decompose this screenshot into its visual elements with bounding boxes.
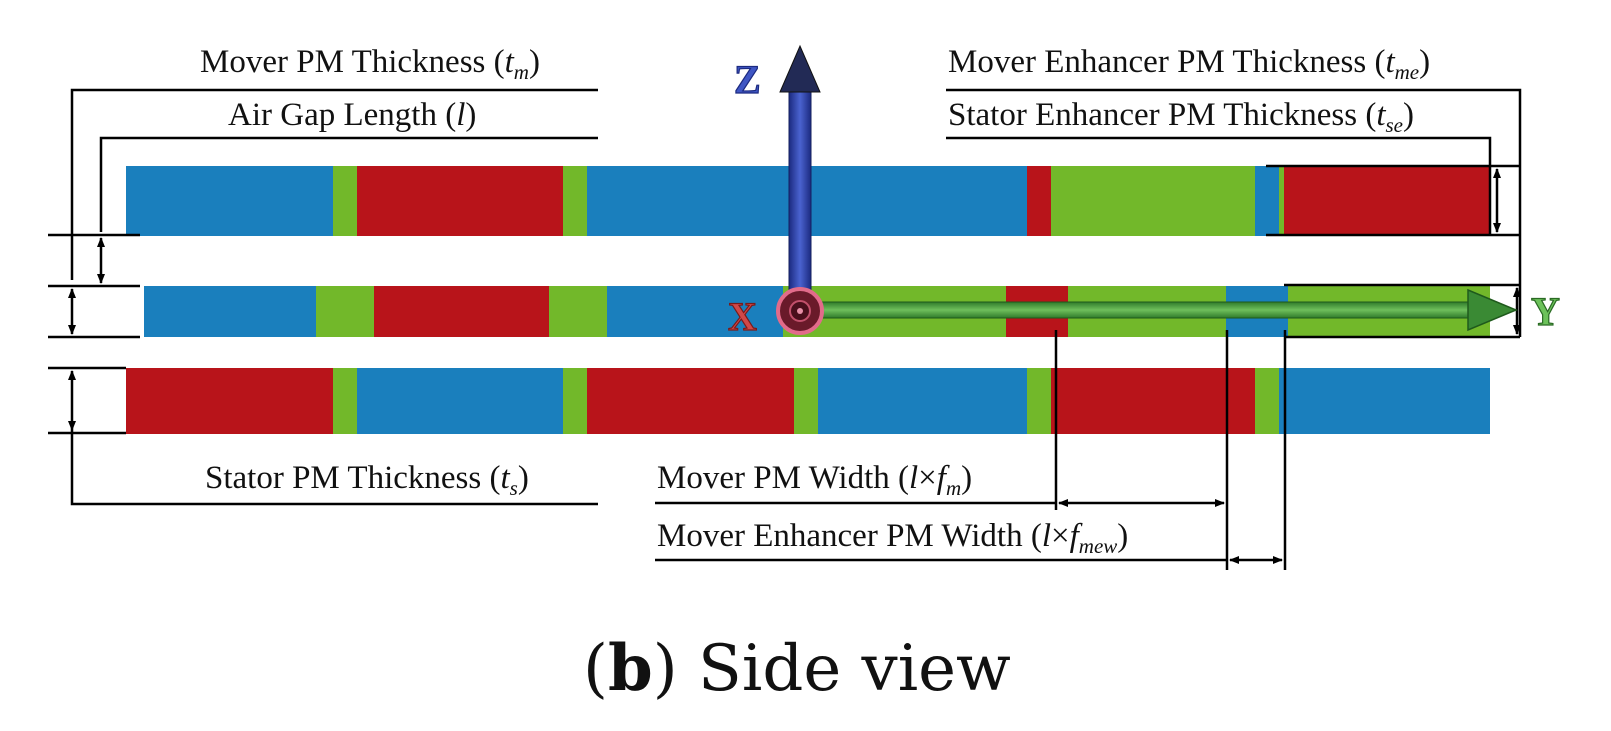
z-axis-arrow xyxy=(779,44,821,303)
pm-segment-blue xyxy=(607,286,783,337)
pm-segment-red xyxy=(357,166,563,236)
x-axis-origin xyxy=(776,287,824,335)
pm-segment-blue xyxy=(126,166,333,236)
figure-caption: (b) Side view xyxy=(583,631,1011,706)
pm-segment-green xyxy=(333,166,357,236)
pm-segment-red xyxy=(1051,368,1255,434)
stator-pm-row xyxy=(126,368,1490,434)
pm-segment-green xyxy=(563,166,587,236)
pm-segment-red xyxy=(1284,166,1490,236)
pm-segment-green xyxy=(1051,166,1255,236)
stator-enhancer-pm-thickness-leader xyxy=(946,136,1492,234)
mover-pm-width-label: Mover PM Width (l×fm) xyxy=(657,460,972,500)
mover-enhancer-pm-width-label: Mover Enhancer PM Width (l×fmew) xyxy=(657,518,1128,558)
pm-segment-green xyxy=(316,286,374,337)
pm-segment-green xyxy=(549,286,607,337)
mover-enhancer-pm-thickness-label: Mover Enhancer PM Thickness (tme) xyxy=(948,44,1430,84)
pm-segment-green xyxy=(333,368,357,434)
x-axis-label: X xyxy=(728,294,757,339)
air-gap-length-leader xyxy=(99,136,598,232)
pm-segment-blue xyxy=(144,286,316,337)
pm-segment-red xyxy=(1027,166,1051,236)
pm-segment-blue xyxy=(1279,368,1490,434)
mover-pm-thickness-leader xyxy=(70,88,598,280)
pm-segment-blue xyxy=(818,368,1027,434)
stator-enhancer-pm-thickness-label: Stator Enhancer PM Thickness (tse) xyxy=(948,97,1414,137)
pm-segment-red xyxy=(587,368,794,434)
pm-segment-green xyxy=(1027,368,1051,434)
dimension-lines xyxy=(48,88,1522,570)
pm-segment-blue xyxy=(357,368,563,434)
z-axis-label: Z xyxy=(734,57,761,102)
pm-segment-green xyxy=(563,368,587,434)
pm-segment-green xyxy=(1255,368,1279,434)
mover-pm-thickness-label: Mover PM Thickness (tm) xyxy=(200,44,540,84)
stator-pm-thickness-leader xyxy=(70,430,598,506)
mover-enhancer-pm-thickness-leader xyxy=(946,88,1522,337)
pm-segment-red xyxy=(374,286,549,337)
pm-segment-green xyxy=(794,368,818,434)
y-axis-arrow xyxy=(809,288,1518,332)
y-axis-label: Y xyxy=(1531,289,1560,334)
pm-segment-red xyxy=(126,368,333,434)
pm-segment-blue xyxy=(1255,166,1279,236)
pm-segment-green xyxy=(1279,166,1284,236)
stator-pm-thickness-label: Stator PM Thickness (ts) xyxy=(205,460,529,500)
air-gap-length-label: Air Gap Length (l) xyxy=(228,97,476,133)
